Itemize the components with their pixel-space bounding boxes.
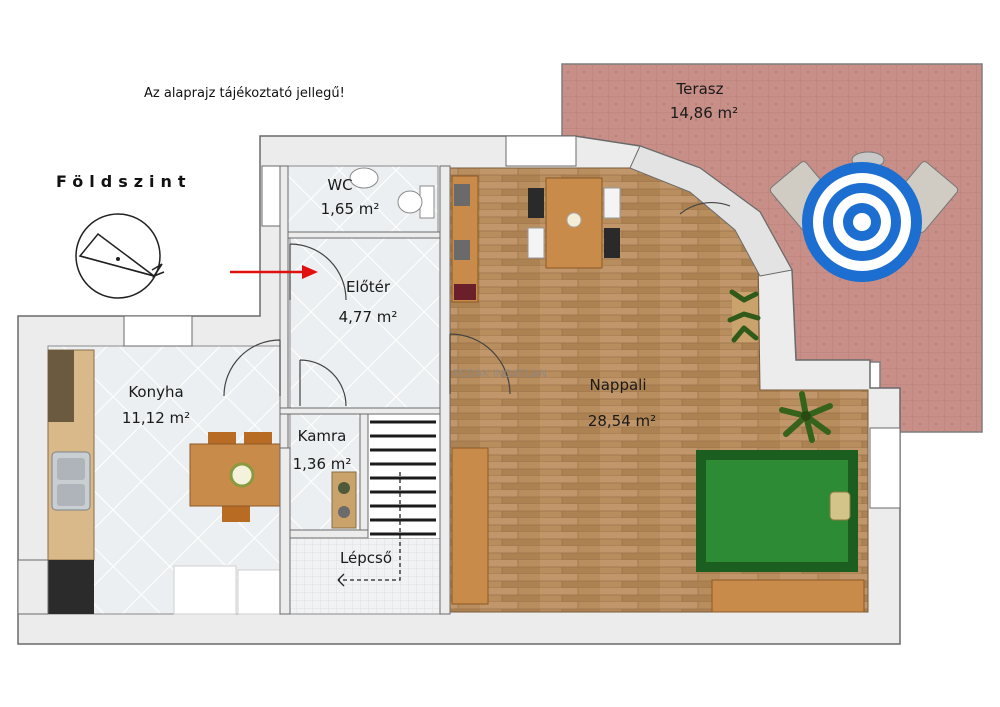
compass-icon [75, 213, 165, 299]
hall-floor [289, 237, 441, 409]
plant [779, 391, 833, 443]
interior-walls [279, 165, 451, 615]
room-name-hall: Előtér [345, 278, 391, 296]
windows [17, 135, 901, 615]
pantry-shelf [331, 471, 357, 529]
floor-level-title: Földszint [56, 172, 192, 191]
entry-arrow [230, 265, 318, 279]
billiard-table [696, 450, 858, 572]
kitchen-cabinet [173, 565, 237, 615]
room-area-hall: 4,77 m² [338, 308, 398, 326]
oven [48, 350, 74, 422]
room-area-pantry: 1,36 m² [292, 455, 352, 473]
plant [727, 289, 761, 343]
fridge [48, 560, 94, 614]
stair-area [289, 537, 441, 615]
room-name-wc: WC [327, 176, 353, 194]
wc-sink [349, 167, 379, 189]
room-name-terrace: Terasz [676, 80, 724, 98]
disclaimer-note: Az alaprajz tájékoztató jellegű! [144, 86, 345, 101]
kitchen-cabinet [237, 569, 281, 615]
room-area-wc: 1,65 m² [320, 200, 380, 218]
room-area-living-room: 28,54 m² [587, 412, 657, 430]
room-name-kitchen: Konyha [128, 383, 184, 401]
doors [223, 202, 731, 407]
staircase [337, 414, 440, 587]
room-name-stairs: Lépcső [339, 549, 393, 567]
room-name-pantry: Kamra [297, 427, 347, 445]
room-area-kitchen: 11,12 m² [121, 409, 191, 427]
room-name-living-room: Nappali [589, 376, 647, 394]
curved-wall [629, 145, 793, 277]
living-dining-table [527, 177, 621, 269]
parasol [769, 151, 959, 282]
sofa [451, 447, 489, 605]
room-area-terrace: 14,86 m² [669, 104, 739, 122]
bench [711, 579, 865, 613]
watermark: FEDÁK INGATLAN [453, 368, 547, 380]
